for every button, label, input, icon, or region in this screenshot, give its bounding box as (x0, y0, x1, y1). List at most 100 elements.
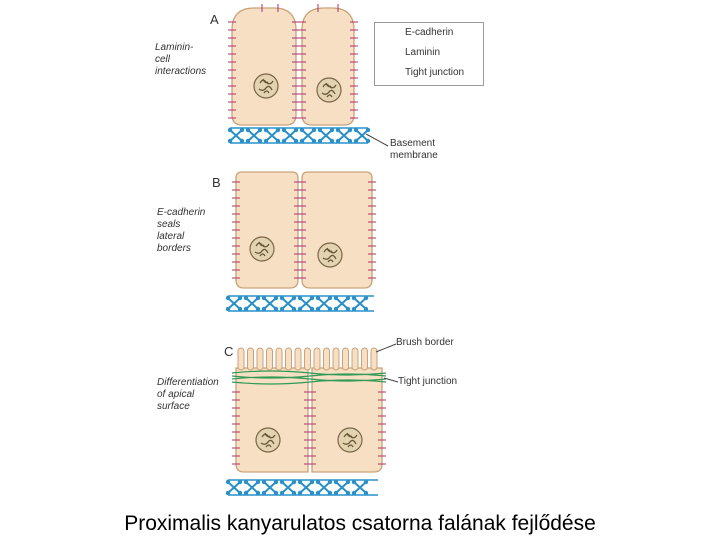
laminin-end (273, 479, 279, 485)
laminin-end (245, 127, 251, 133)
side-label-c-line: of apical (157, 389, 195, 400)
laminin-end (315, 306, 321, 312)
laminin-end (273, 306, 279, 312)
laminin-arm (227, 481, 241, 494)
laminin-end (237, 479, 243, 485)
laminin-end (309, 490, 315, 496)
laminin-end (261, 306, 267, 312)
callout-lines (365, 133, 399, 383)
basement-membrane (227, 127, 371, 144)
laminin-end (329, 127, 335, 133)
laminin-arm (355, 129, 369, 142)
laminin-end (365, 138, 371, 144)
laminin-molecule (279, 295, 297, 312)
panel-letter-c: C (224, 344, 234, 359)
nucleus (255, 427, 281, 453)
callout-line-basement-membrane (365, 133, 389, 147)
laminin-molecule (297, 295, 315, 312)
laminin-molecule (351, 295, 369, 312)
microvillus (323, 347, 330, 371)
laminin-end (345, 490, 351, 496)
laminin-end (353, 127, 359, 133)
laminin-end (279, 295, 285, 301)
microvillus (351, 347, 359, 371)
laminin-end (317, 138, 323, 144)
laminin-end (261, 479, 267, 485)
laminin-end (291, 479, 297, 485)
laminin-end (351, 306, 357, 312)
legend: E-cadherin Laminin Tight junction (374, 22, 484, 86)
microvillus (256, 347, 264, 371)
laminin-arm (247, 129, 261, 142)
laminin-end (317, 127, 323, 133)
laminin-molecule (333, 295, 351, 312)
laminin-end (239, 127, 245, 133)
laminin-end (225, 295, 231, 301)
chromatin (322, 247, 338, 263)
laminin-end (225, 490, 231, 496)
laminin-molecule (333, 479, 351, 496)
microvillus (266, 347, 273, 371)
laminin-molecule (261, 295, 279, 312)
laminin-end (237, 490, 243, 496)
laminin-end (291, 295, 297, 301)
laminin-end (263, 138, 269, 144)
epithelial-cell (231, 7, 297, 126)
cell-membrane (231, 7, 297, 126)
laminin-arm (317, 481, 331, 494)
chromatin (260, 432, 276, 448)
nucleus-outline (316, 77, 342, 103)
laminin-end (297, 479, 303, 485)
laminin-end (257, 127, 263, 133)
laminin-end (333, 479, 339, 485)
laminin-end (225, 306, 231, 312)
laminin-molecule (243, 295, 261, 312)
laminin-end (257, 138, 263, 144)
cell-membrane (301, 7, 355, 126)
laminin-molecule (245, 127, 263, 144)
laminin-end (345, 306, 351, 312)
side-label-c-line: Differentiation (157, 377, 219, 388)
side-label-b: E-cadherin seals lateral borders (157, 207, 237, 255)
laminin-end (279, 479, 285, 485)
laminin-end (363, 479, 369, 485)
laminin-end (297, 306, 303, 312)
epithelial-cell (235, 171, 299, 289)
nucleus-outline (337, 427, 363, 453)
laminin-end (237, 306, 243, 312)
panel-a (228, 4, 358, 126)
nucleus (316, 77, 342, 103)
microvillus (342, 347, 349, 371)
laminin-arm (265, 129, 279, 142)
laminin-end (255, 490, 261, 496)
laminin-end (255, 295, 261, 301)
callout-basement-membrane: Basement membrane (390, 138, 438, 162)
basement-membrane (225, 295, 374, 312)
laminin-end (309, 295, 315, 301)
laminin-end (363, 295, 369, 301)
laminin-end (293, 127, 299, 133)
laminin-molecule (263, 127, 281, 144)
laminin-end (315, 479, 321, 485)
laminin-molecule (315, 479, 333, 496)
nucleus-outline (249, 236, 275, 262)
epithelial-cell (301, 7, 355, 126)
basement-membrane (225, 479, 378, 496)
laminin-end (327, 306, 333, 312)
laminin-molecule (297, 479, 315, 496)
panel-letter-a: A (210, 12, 219, 27)
laminin-end (243, 306, 249, 312)
laminin-end (281, 138, 287, 144)
laminin-end (273, 295, 279, 301)
laminin-end (311, 127, 317, 133)
laminin-arm (281, 297, 295, 310)
microvillus (361, 347, 368, 371)
laminin-arm (245, 297, 259, 310)
callout-basement-membrane-line: membrane (390, 150, 438, 161)
epithelial-cell (311, 367, 383, 473)
laminin-arm (229, 129, 243, 142)
side-label-c-line: surface (157, 401, 190, 412)
laminin-end (315, 295, 321, 301)
laminin-arm (299, 297, 313, 310)
side-label-a: Laminin- cell interactions (155, 42, 235, 78)
